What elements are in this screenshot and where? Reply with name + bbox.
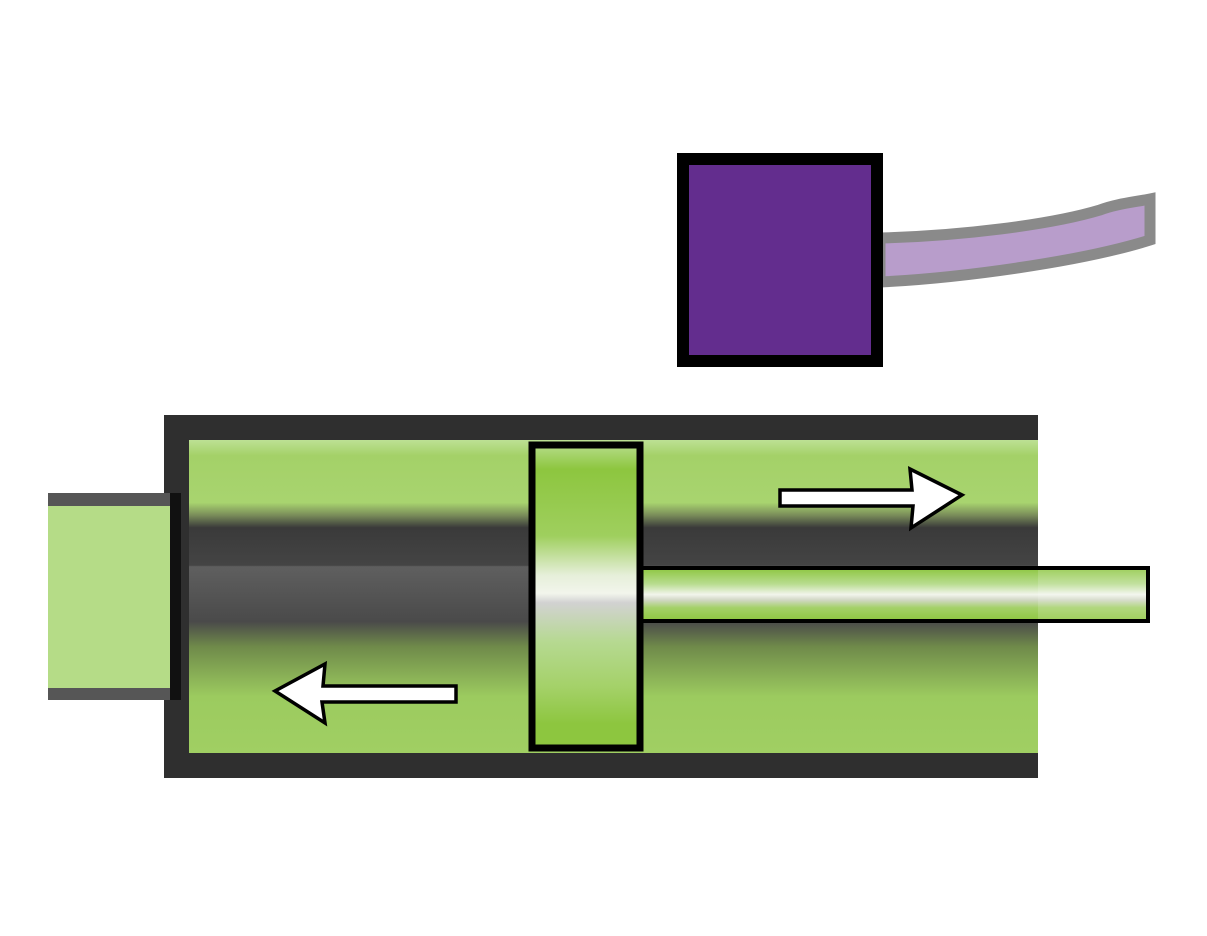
piston (528, 441, 644, 752)
arrow-right-icon (778, 466, 966, 532)
piston-rod-exposed (1038, 570, 1146, 619)
position-sensor (677, 153, 883, 367)
air-port-end (170, 493, 181, 700)
air-port (48, 506, 170, 688)
arrow-left-icon (271, 660, 458, 727)
piston-rod (638, 566, 1150, 623)
sensor-cable (874, 192, 1156, 288)
